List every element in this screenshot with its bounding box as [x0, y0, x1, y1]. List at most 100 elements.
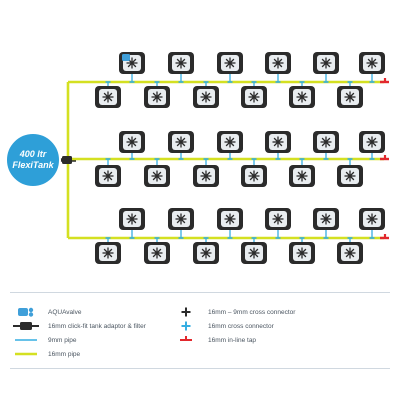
pot-flower-center: [252, 251, 256, 255]
pot-flower-center: [179, 140, 183, 144]
pot-flower-center: [106, 174, 110, 178]
plant-pot: [241, 86, 267, 108]
plant-pot: [313, 52, 339, 74]
legend-divider-bottom: [10, 368, 390, 369]
pot-flower-center: [348, 174, 352, 178]
plant-pot: [217, 52, 243, 74]
legend-label-16mm-pipe: 16mm pipe: [48, 350, 81, 358]
tank-adaptor-filter: [62, 156, 72, 164]
pot-flower-center: [179, 217, 183, 221]
plant-pot: [289, 242, 315, 264]
plant-pot: [193, 165, 219, 187]
legend-label-9mm-pipe: 9mm pipe: [48, 336, 77, 344]
pot-flower-center: [324, 140, 328, 144]
plant-pot: [95, 165, 121, 187]
plant-pot: [193, 86, 219, 108]
plant-pot: [119, 52, 145, 74]
plant-pot: [289, 86, 315, 108]
plant-pot: [337, 242, 363, 264]
pot-flower-center: [228, 140, 232, 144]
pot-flower-center: [370, 140, 374, 144]
pot-flower-center: [155, 174, 159, 178]
pot-flower-center: [155, 251, 159, 255]
legend-divider-top: [10, 292, 390, 293]
legend-item-tank-adaptor: 16mm click-fit tank adaptor & filter: [10, 320, 146, 332]
aquavalve-icon: [122, 54, 130, 61]
plant-pot: [265, 208, 291, 230]
plant-pot: [217, 131, 243, 153]
pot-flower-center: [204, 95, 208, 99]
pot-flower-center: [348, 95, 352, 99]
pot-flower-center: [252, 174, 256, 178]
tank-label-type: FlexiTank: [12, 160, 54, 170]
pot-flower-center: [276, 140, 280, 144]
plant-pot: [168, 131, 194, 153]
pot-flower-center: [300, 95, 304, 99]
aquavalve-icon: [10, 306, 42, 318]
system-layout: 400 ltr FlexiTank: [5, 52, 389, 264]
pot-flower-center: [155, 95, 159, 99]
plant-pot: [193, 242, 219, 264]
plant-pot: [241, 242, 267, 264]
legend: AQUAvalve 16mm click-fit tank adaptor & …: [0, 292, 400, 362]
legend-item-9mm-pipe: 9mm pipe: [10, 334, 77, 346]
plant-pot: [313, 131, 339, 153]
pot-flower-center: [130, 61, 134, 65]
plant-pot: [359, 131, 385, 153]
pot-flower-center: [106, 95, 110, 99]
plant-pot: [95, 242, 121, 264]
pipe-network: [60, 73, 384, 243]
tank-icon: [5, 132, 61, 188]
fittings: [62, 78, 389, 240]
flexitank: 400 ltr FlexiTank: [5, 132, 61, 188]
pot-flower-center: [228, 61, 232, 65]
plant-pot: [168, 208, 194, 230]
pot-flower-center: [130, 217, 134, 221]
plant-pot: [265, 52, 291, 74]
pot-flower-center: [300, 174, 304, 178]
pot-flower-center: [324, 217, 328, 221]
plant-pot: [313, 208, 339, 230]
plant-pot: [119, 208, 145, 230]
plant-pot: [144, 242, 170, 264]
pot-flower-center: [348, 251, 352, 255]
plant-pot: [217, 208, 243, 230]
inline-tap-icon: [170, 334, 202, 346]
pot-flower-center: [324, 61, 328, 65]
plant-pot: [359, 208, 385, 230]
pot-flower-center: [300, 251, 304, 255]
plant-pot: [95, 86, 121, 108]
plant-pot: [119, 131, 145, 153]
legend-label-cross-connector-16: 16mm cross connector: [208, 322, 274, 330]
tank-label-capacity: 400 ltr: [19, 149, 47, 159]
pot-flower-center: [276, 217, 280, 221]
plant-pot: [241, 165, 267, 187]
pipe-9mm-icon: [10, 334, 42, 346]
plant-pot: [289, 165, 315, 187]
legend-label-aquavalve: AQUAvalve: [48, 308, 82, 316]
pot-flower-center: [204, 251, 208, 255]
legend-item-16mm-pipe: 16mm pipe: [10, 348, 80, 360]
pot-flower-center: [179, 61, 183, 65]
pot-flower-center: [276, 61, 280, 65]
legend-label-tank-adaptor: 16mm click-fit tank adaptor & filter: [48, 322, 146, 330]
legend-item-cross-connector-16-9: 16mm – 9mm cross connector: [170, 306, 295, 318]
plant-pot: [337, 86, 363, 108]
pot-flower-center: [130, 140, 134, 144]
legend-label-cross-connector-16-9: 16mm – 9mm cross connector: [208, 308, 296, 316]
cross-connector-16-9-icon: [170, 306, 202, 318]
legend-item-aquavalve: AQUAvalve: [10, 306, 81, 318]
pipe-16mm-icon: [10, 348, 42, 360]
plant-pot: [168, 52, 194, 74]
pot-flower-center: [252, 95, 256, 99]
pot-flower-center: [370, 61, 374, 65]
pot-grid: [95, 52, 385, 264]
legend-item-inline-tap: 16mm in-line tap: [170, 334, 256, 346]
pot-flower-center: [106, 251, 110, 255]
plant-pot: [359, 52, 385, 74]
tank-adaptor-filter-icon: [10, 320, 42, 332]
cross-connector-16-icon: [170, 320, 202, 332]
pot-flower-center: [204, 174, 208, 178]
pot-flower-center: [228, 217, 232, 221]
